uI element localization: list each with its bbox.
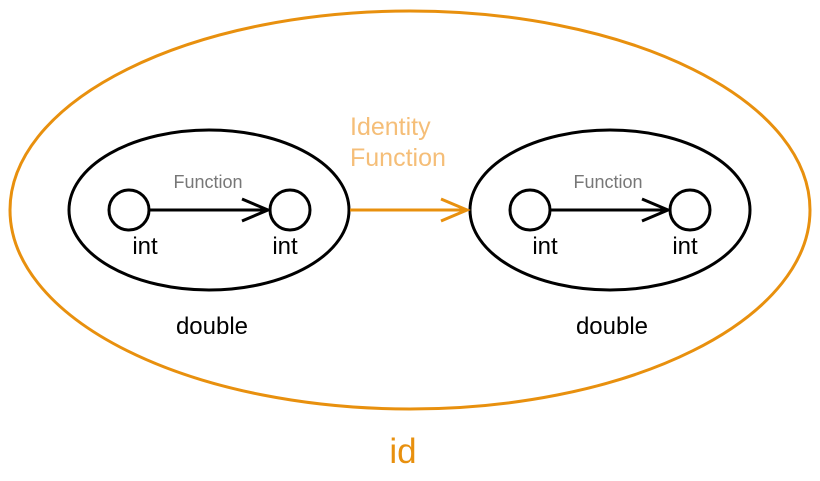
left-target-int-node <box>268 188 312 232</box>
left-double-ellipse <box>67 128 351 292</box>
left-source-int-label: int <box>132 233 158 260</box>
left-function-arrowhead <box>241 197 272 223</box>
right-double-label: double <box>576 313 648 340</box>
identity-function-label-line2: Function <box>350 144 446 172</box>
left-function-label: Function <box>173 172 242 192</box>
right-target-int-label: int <box>672 233 698 260</box>
left-source-int-node <box>107 188 151 232</box>
identity-function-label-line1: Identity <box>350 113 431 141</box>
left-double-label: double <box>176 313 248 340</box>
id-label: id <box>389 432 416 471</box>
right-target-int-node <box>668 188 712 232</box>
left-target-int-label: int <box>272 233 298 260</box>
right-source-int-label: int <box>532 233 558 260</box>
right-function-label: Function <box>573 172 642 192</box>
id-functor-ellipse <box>8 9 812 411</box>
right-source-int-node <box>508 188 552 232</box>
right-function-arrowhead <box>641 197 672 223</box>
identity-function-arrowhead <box>440 197 471 223</box>
